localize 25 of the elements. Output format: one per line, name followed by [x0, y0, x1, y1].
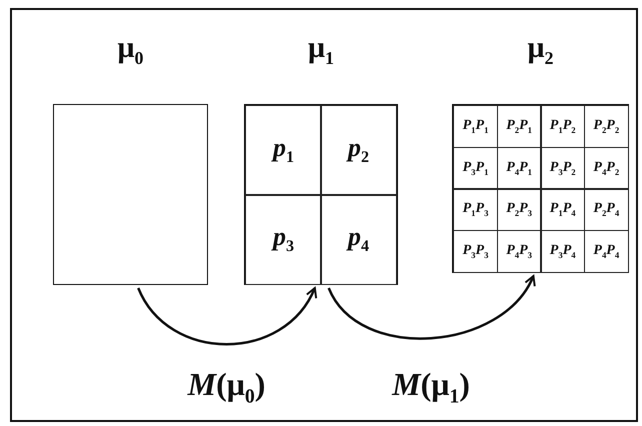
- partition-cell: P$_{4}$P$_{4}$: [584, 230, 629, 272]
- partition-cell: P$_{1}$P$_{2}$: [540, 105, 586, 148]
- curved-arrow: [328, 275, 535, 340]
- mu-heading: μ$_{0}$: [116, 31, 144, 69]
- mu-heading: μ$_{1}$: [306, 31, 335, 69]
- partition-cell: P$_{3}$P$_{4}$: [540, 230, 586, 272]
- partition-cell: p$_{3}$: [245, 194, 322, 285]
- partition-cell: P$_{2}$P$_{1}$: [496, 105, 542, 148]
- partition-cell: P$_{3}$P$_{2}$: [540, 146, 586, 190]
- partition-cell: p$_{4}$: [320, 194, 397, 285]
- partition-cell: P$_{3}$P$_{1}$: [453, 146, 498, 190]
- partition-cell: p$_{1}$: [245, 105, 322, 196]
- partition-cell: P$_{2}$P$_{4}$: [584, 188, 629, 231]
- partition-cell: P$_{2}$P$_{2}$: [584, 105, 629, 148]
- partition-cell: P$_{4}$P$_{2}$: [584, 146, 629, 190]
- partition-cell: P$_{1}$P$_{3}$: [453, 188, 498, 231]
- mu-heading: μ$_{2}$: [526, 31, 554, 69]
- curved-arrow: [137, 287, 316, 346]
- partition-cell: P$_{4}$P$_{1}$: [496, 146, 542, 190]
- partition-cell: P$_{4}$P$_{3}$: [496, 230, 542, 272]
- partition-cell: P$_{1}$P$_{4}$: [540, 188, 586, 231]
- partition-cell: P$_{2}$P$_{3}$: [496, 188, 542, 231]
- partition-cell: p$_{2}$: [320, 105, 397, 196]
- partition-cell: P$_{3}$P$_{3}$: [453, 230, 498, 272]
- partition-cell: P$_{1}$P$_{1}$: [453, 105, 498, 148]
